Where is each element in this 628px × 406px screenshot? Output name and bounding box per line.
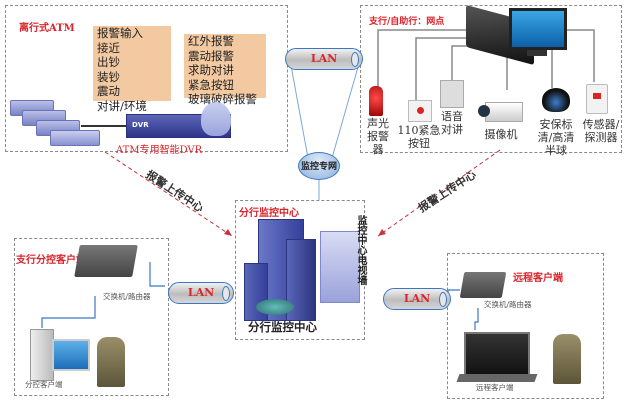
upload-left-arrowhead — [224, 229, 232, 236]
atm-alarm-list-left: 报警输入 接近 出钞 装钞 震动 对讲/环境 — [93, 26, 171, 113]
list-item: 装钞 — [97, 69, 120, 84]
tv-wall-label: 监控中心电视墙 — [355, 215, 366, 285]
center-box-title: 分行监控中心 — [239, 208, 299, 219]
atm-to-network-line — [289, 59, 309, 159]
list-item: 震动报警 — [188, 48, 234, 63]
monitor-icon — [509, 8, 567, 50]
list-item: 紧急按钮 — [188, 77, 234, 92]
lan-right: LAN — [383, 288, 451, 310]
monitoring-network-icon: 监控专网 — [298, 152, 340, 180]
list-item: 求助对讲 — [188, 63, 234, 77]
lan-left: LAN — [168, 282, 234, 304]
upload-left-arrow — [104, 151, 233, 237]
lan-left-label: LAN — [187, 286, 215, 299]
router-icon — [256, 299, 294, 315]
branch-to-network-line — [331, 59, 361, 159]
list-item: 接近 — [97, 40, 120, 55]
sensor-icon — [586, 84, 608, 114]
lan-right-label: LAN — [403, 292, 431, 305]
atm-alarm-list-right: 红外报警 震动报警 求助对讲 紧急按钮 玻璃破碎报警 — [184, 34, 266, 106]
left-client-box: 支行分控客户端 交换机/路由器 分控客户端 — [14, 238, 169, 396]
left-switch-label: 交换机/路由器 — [103, 292, 151, 301]
upload-right-arrow — [377, 149, 501, 237]
laptop-icon — [464, 332, 530, 378]
device-label-camera: 摄像机 — [484, 128, 518, 141]
atm-dvr-caption: ATM专用智能DVR — [116, 145, 203, 156]
atm-cameras-icon — [10, 98, 100, 146]
monitor-stand — [527, 50, 547, 56]
switch-icon — [74, 245, 138, 277]
device-label-emergency: 110紧急按钮 — [397, 124, 441, 150]
right-client-title: 远程客户端 — [513, 273, 563, 284]
device-label-siren: 声光报警器 — [367, 117, 389, 156]
list-item: 报警输入 — [97, 26, 143, 40]
left-client-title: 支行分控客户端 — [16, 255, 86, 266]
atm-box-title: 离行式ATM — [19, 23, 75, 34]
smart-head-icon — [201, 102, 231, 136]
lan-top: LAN — [285, 48, 363, 70]
device-label-intercom: 语音对讲 — [441, 110, 463, 136]
right-client-label: 远程客户端 — [476, 383, 514, 392]
operator-icon — [97, 337, 125, 387]
dvr-label: DVR — [132, 121, 149, 129]
atm-box: 离行式ATM 报警输入 接近 出钞 装钞 震动 对讲/环境 红外报警 震动报警 … — [5, 5, 288, 156]
list-item: 对讲/环境 — [97, 98, 147, 113]
laptop-keyboard — [456, 374, 538, 382]
branch-box: 支行/自助行：网点 声光报警器 110紧急按钮 语音对讲 摄像机 安保标清/高清… — [360, 4, 622, 157]
switch-icon — [459, 272, 507, 298]
dome-camera-icon — [542, 88, 570, 112]
lan-top-label: LAN — [310, 52, 338, 65]
device-label-dome: 安保标清/高清半球 — [537, 118, 575, 157]
center-caption: 分行监控中心 — [248, 320, 317, 334]
camera-icon — [478, 102, 523, 122]
right-switch-label: 交换机/路由器 — [484, 300, 532, 309]
operator-icon — [553, 334, 581, 384]
network-label: 监控专网 — [300, 162, 337, 172]
list-item: 出钞 — [97, 55, 120, 69]
tv-wall-icon — [320, 231, 360, 303]
list-item: 红外报警 — [188, 34, 234, 48]
intercom-icon — [440, 80, 464, 108]
building-icon-3 — [244, 263, 268, 321]
list-item: 玻璃破碎报警 — [188, 92, 257, 106]
left-client-label: 分控客户端 — [25, 380, 63, 389]
center-box: 分行监控中心 分行监控中心 监控中心电视墙 — [235, 200, 366, 340]
branch-box-title: 支行/自助行：网点 — [369, 17, 445, 27]
dvr-cable — [81, 125, 131, 127]
upload-right-arrowhead — [378, 229, 386, 236]
list-item: 震动 — [97, 84, 120, 98]
emergency-button-icon — [408, 100, 432, 122]
pc-tower-icon — [30, 329, 54, 381]
alarm-siren-icon — [369, 86, 383, 116]
right-client-box: 远程客户端 交换机/路由器 远程客户端 — [447, 253, 604, 399]
device-label-sensor: 传感器/探测器 — [582, 118, 620, 144]
pc-monitor-icon — [52, 339, 90, 371]
